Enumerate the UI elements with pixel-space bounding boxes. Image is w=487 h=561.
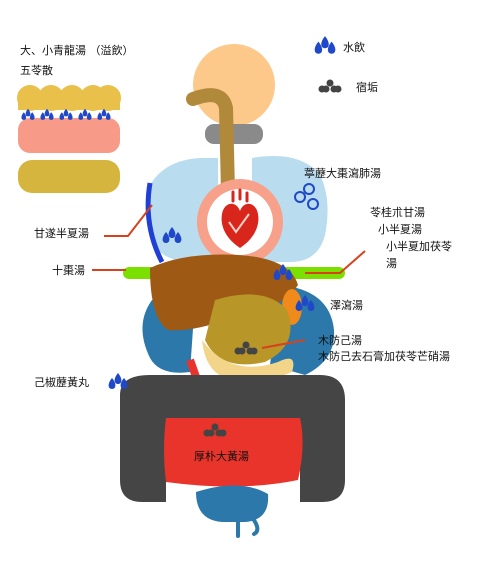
water-left-lung bbox=[162, 227, 182, 243]
colon bbox=[120, 375, 345, 502]
liver bbox=[150, 254, 298, 331]
skin-water-drop-1 bbox=[21, 108, 35, 120]
leader-lines bbox=[92, 204, 366, 349]
callout-intestine-center: 厚朴大黃湯 bbox=[194, 450, 249, 463]
callout-left-diaphragm: 十棗湯 bbox=[52, 264, 85, 277]
callout-heart-right-line2: 小半夏湯 bbox=[378, 223, 422, 236]
callout-left-lung: 甘遂半夏湯 bbox=[34, 227, 89, 240]
callout-stomach-line1: 木防己湯 bbox=[318, 334, 362, 347]
legend-water-icon bbox=[314, 36, 336, 54]
callout-heart-right-line4: 湯 bbox=[386, 257, 397, 270]
callout-top-left-line1: 大、小青龍湯 （溢飲） bbox=[20, 44, 134, 57]
leader-left-lung bbox=[104, 204, 153, 237]
throat bbox=[205, 124, 263, 144]
water-stomach-right bbox=[295, 295, 315, 311]
leader-right-diaphragm bbox=[305, 250, 366, 274]
callout-heart-right-line1: 苓桂朮甘湯 bbox=[370, 206, 425, 219]
stagnation-intestine bbox=[203, 423, 227, 437]
legend-water-label: 水飲 bbox=[343, 41, 365, 54]
bladder bbox=[196, 485, 269, 522]
water-markers bbox=[108, 36, 336, 389]
water-diaphragm bbox=[273, 264, 293, 280]
skin-bottom-layer bbox=[18, 160, 120, 193]
callout-top-left-line2: 五苓散 bbox=[20, 64, 53, 77]
skin-top-layer bbox=[17, 85, 121, 111]
callout-heart-right-line3: 小半夏加茯苓 bbox=[386, 240, 452, 253]
stagnation-markers bbox=[203, 79, 342, 437]
small-intestine bbox=[164, 418, 303, 487]
esophagus bbox=[186, 88, 237, 282]
skin-water-drop-3 bbox=[59, 108, 73, 120]
skin-layers bbox=[17, 85, 121, 193]
water-left-intestine bbox=[108, 373, 128, 389]
skin-water-drop-4 bbox=[78, 108, 92, 120]
callout-right-stomach: 澤瀉湯 bbox=[330, 299, 363, 312]
legend-stagnation-icon bbox=[318, 79, 342, 93]
callout-lung-right: 葶藶大棗瀉肺湯 bbox=[304, 167, 381, 180]
skin-water-drop-5 bbox=[97, 108, 111, 120]
skin-water-drop-2 bbox=[40, 108, 54, 120]
head bbox=[193, 44, 275, 126]
heart-icon bbox=[221, 188, 259, 248]
skin-water-drops bbox=[21, 108, 111, 120]
callout-left-intestine: 己椒藶黃丸 bbox=[34, 376, 89, 389]
stagnation-stomach bbox=[234, 341, 258, 355]
pleura-line bbox=[145, 182, 165, 264]
callout-stomach-line2: 木防己去石膏加茯苓芒硝湯 bbox=[318, 350, 450, 363]
lung-bubbles bbox=[294, 183, 319, 210]
stomach bbox=[205, 294, 291, 365]
pancreas bbox=[202, 340, 294, 381]
leader-stomach bbox=[261, 339, 306, 349]
legend-stagnation-label: 宿垢 bbox=[356, 81, 378, 94]
urethra bbox=[236, 514, 260, 538]
skin-middle-layer bbox=[18, 118, 120, 153]
